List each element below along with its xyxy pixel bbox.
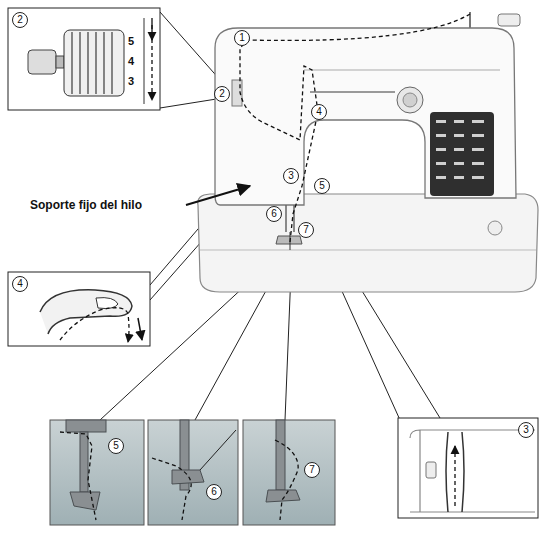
callout-number: 2 bbox=[214, 86, 230, 102]
callout-number: 4 bbox=[12, 276, 28, 292]
callout-number: 7 bbox=[298, 222, 314, 238]
callout-number: 7 bbox=[304, 462, 320, 478]
dial-number: 3 bbox=[128, 76, 134, 87]
callout-number: 5 bbox=[314, 178, 330, 194]
callout-number: 4 bbox=[311, 104, 327, 120]
part-label: Soporte fijo del hilo bbox=[30, 199, 142, 211]
callout-number: 6 bbox=[206, 484, 222, 500]
callout-number: 3 bbox=[518, 422, 534, 438]
dial-number: 5 bbox=[128, 36, 134, 47]
callout-number: 2 bbox=[12, 12, 28, 28]
dial-number: 4 bbox=[128, 56, 134, 67]
callout-number: 6 bbox=[266, 206, 282, 222]
callout-number: 3 bbox=[283, 168, 299, 184]
callout-number: 1 bbox=[234, 30, 250, 46]
callout-number: 5 bbox=[108, 438, 124, 454]
